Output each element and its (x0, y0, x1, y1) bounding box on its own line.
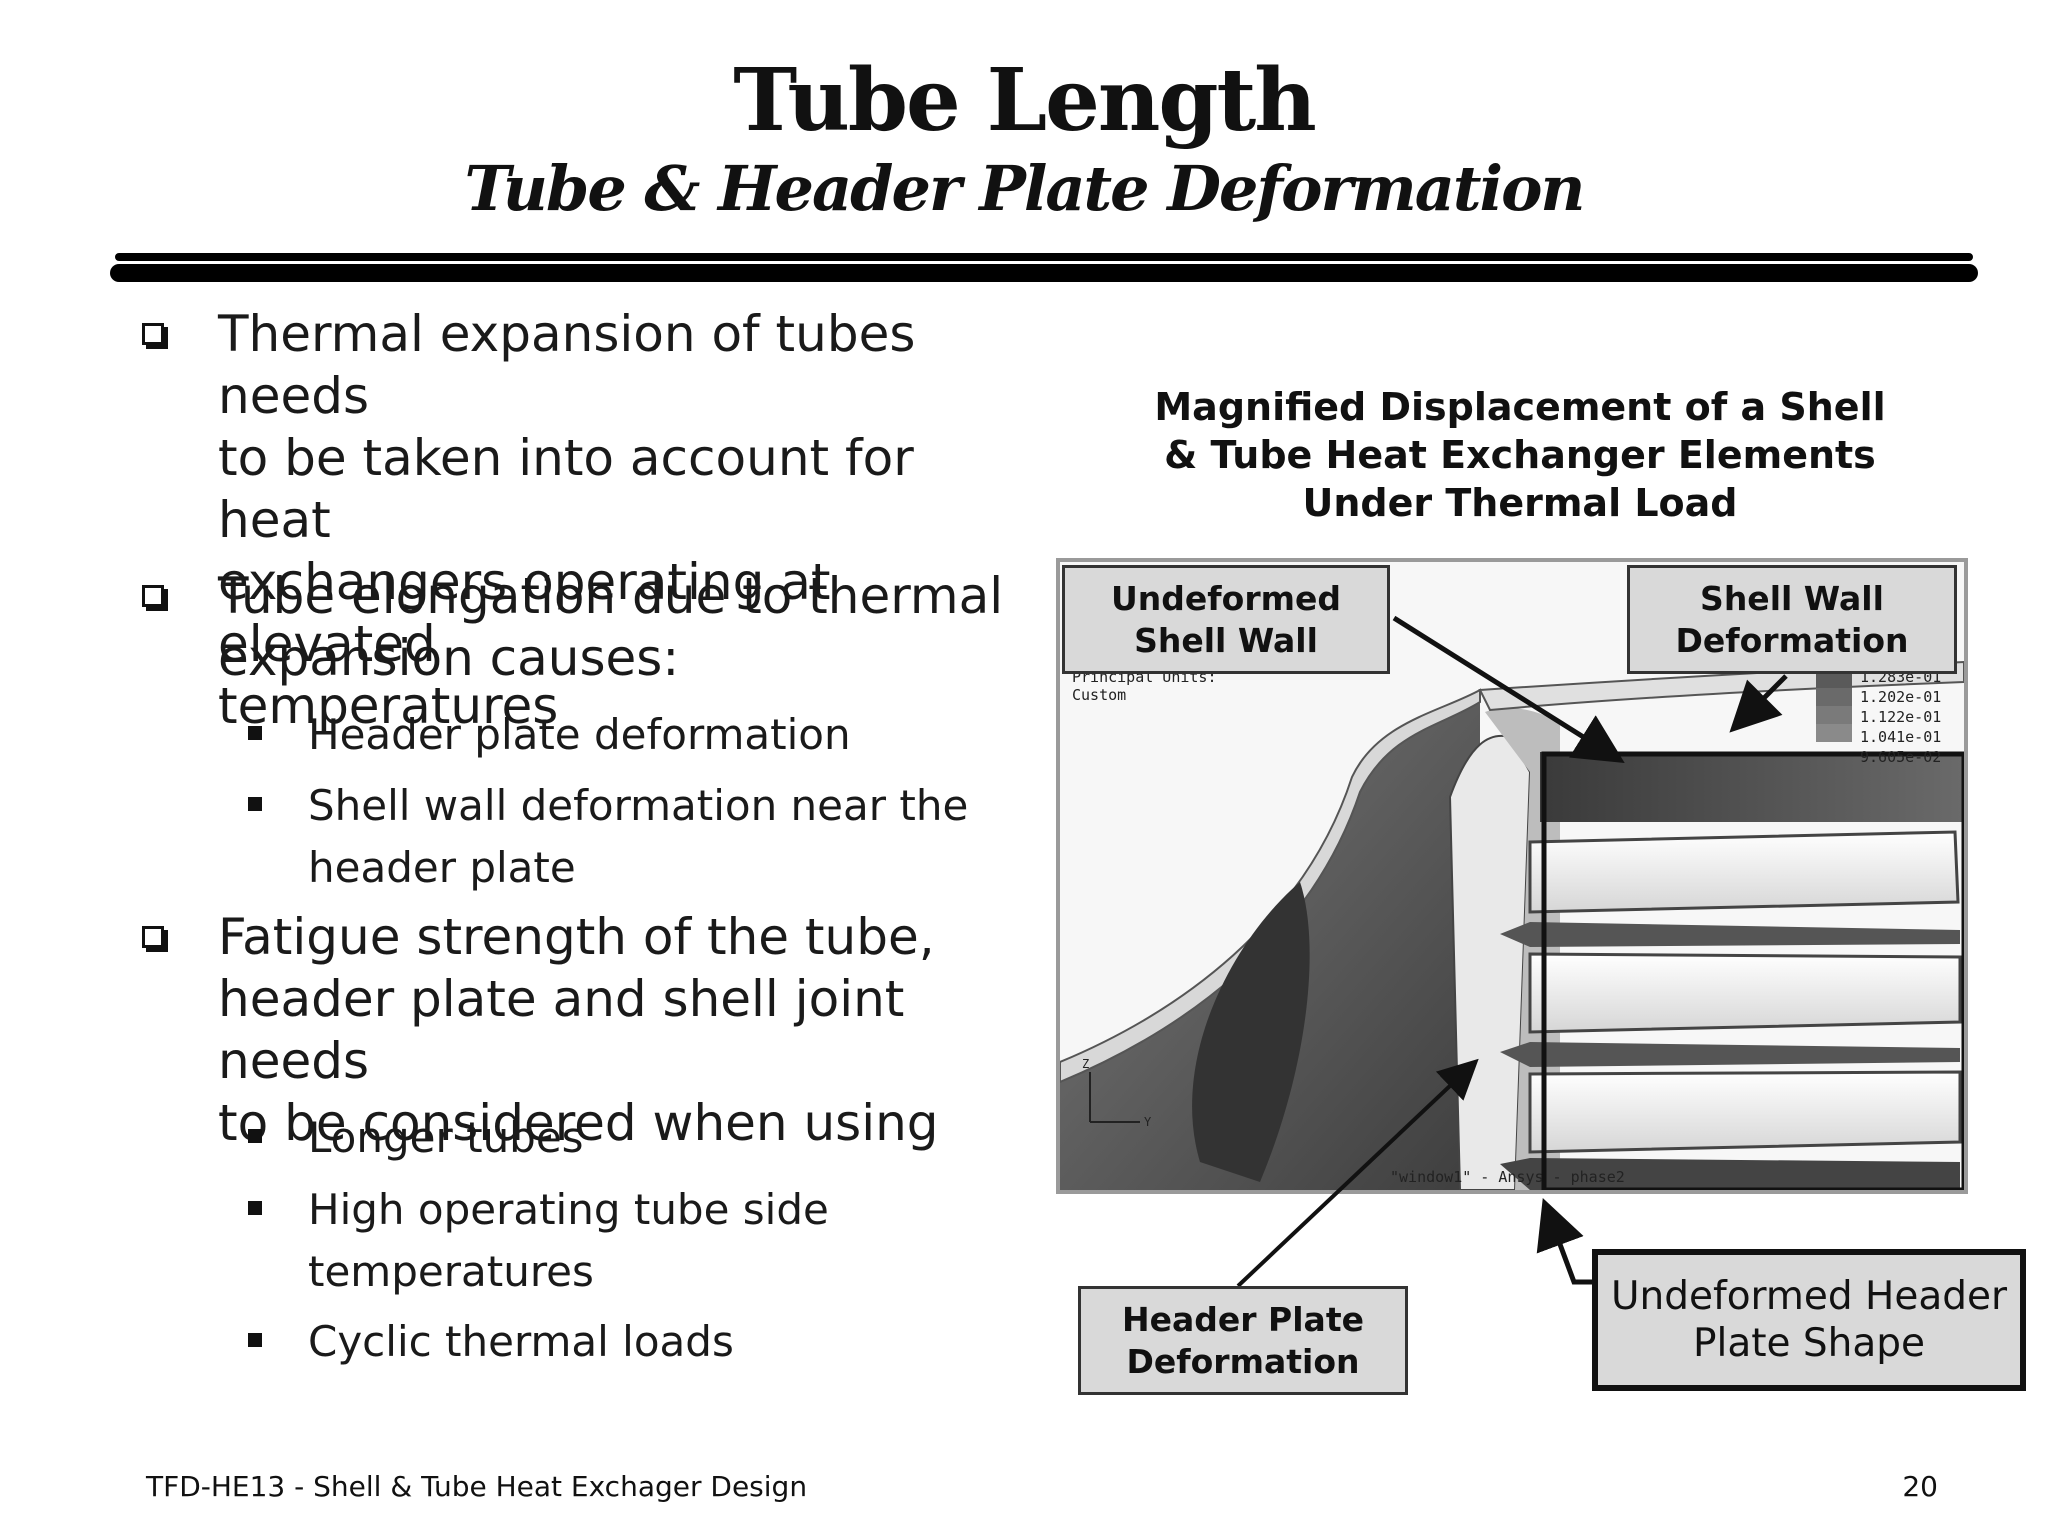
title-rule-thin (115, 253, 1973, 261)
bullet-line: expansion causes: (218, 629, 680, 687)
tube-gap (1500, 1158, 1960, 1190)
figure-caption-line: & Tube Heat Exchanger Elements (1164, 433, 1876, 477)
legend-value: 1.122e-01 (1860, 708, 1941, 726)
bullet-level1: Tube elongation due to thermal expansion… (142, 565, 1038, 689)
bullet-line: Cyclic thermal loads (308, 1317, 734, 1366)
bullet-level2: Shell wall deformation near the header p… (248, 775, 1008, 899)
figure-caption-line: Magnified Displacement of a Shell (1154, 385, 1886, 429)
square-bullet-icon (248, 1201, 262, 1215)
square-bullet-icon (248, 797, 262, 811)
tube-gap (1500, 1042, 1960, 1067)
callout-header-plate-deformation: Header Plate Deformation (1078, 1286, 1408, 1395)
slide-title: Tube Length (733, 50, 1317, 151)
square-bullet-icon (248, 726, 262, 740)
title-rule-thick (110, 264, 1978, 282)
callout-undeformed-header-plate-shape: Undeformed Header Plate Shape (1592, 1249, 2026, 1391)
callout-line: Deformation (1126, 1341, 1360, 1381)
undeformed-header-outline (1541, 751, 1964, 1190)
legend-value: 1.041e-01 (1860, 728, 1941, 746)
tube (1528, 952, 1962, 1034)
bullet-line: header plate and shell joint needs (218, 970, 905, 1090)
callout-line: Shell Wall (1700, 578, 1884, 618)
bullet-line: High operating tube side (308, 1185, 829, 1234)
checkbox-bullet-icon (142, 926, 164, 948)
axis-z-label: Z (1082, 1057, 1089, 1071)
callout-line: Header Plate (1122, 1299, 1364, 1339)
tube (1528, 1070, 1962, 1154)
bullet-line: temperatures (218, 677, 559, 735)
top-tube-region (1540, 752, 1964, 822)
bullet-level2: Header plate deformation (248, 704, 1008, 766)
slide-subtitle: Tube & Header Plate Deformation (464, 152, 1585, 225)
callout-line: Shell Wall (1134, 620, 1318, 660)
callout-line: Undeformed Header (1610, 1274, 2008, 1319)
callout-line: Deformation (1675, 620, 1909, 660)
figure-caption-line: Under Thermal Load (1302, 481, 1738, 525)
axis-y-label: Y (1144, 1115, 1152, 1129)
callout-line: Undeformed (1111, 578, 1341, 618)
square-bullet-icon (248, 1333, 262, 1347)
bullet-line: Longer tubes (308, 1113, 584, 1162)
header-plate-face (1485, 707, 1560, 1190)
checkbox-bullet-icon (142, 585, 164, 607)
bullet-line: Tube elongation due to thermal (218, 567, 1004, 625)
bullet-level2: High operating tube side temperatures (248, 1179, 1008, 1303)
bullet-line: to be taken into account for heat (218, 429, 914, 549)
legend-swatch (1816, 688, 1852, 706)
legend-swatch (1816, 724, 1852, 742)
checkbox-bullet-icon (142, 323, 164, 345)
legend-value: 1.202e-01 (1860, 688, 1941, 706)
callout-shell-wall-deformation: Shell Wall Deformation (1627, 565, 1957, 674)
bullet-line: Header plate deformation (308, 710, 851, 759)
square-bullet-icon (248, 1129, 262, 1143)
window-label: "window1" - Ansys - phase2 (1390, 1168, 1625, 1186)
footer-course: TFD-HE13 - Shell & Tube Heat Exchager De… (146, 1470, 808, 1503)
legend-swatch (1816, 670, 1852, 688)
bullet-line: temperatures (308, 1247, 594, 1296)
bullet-line: header plate (308, 843, 576, 892)
bullet-level2: Cyclic thermal loads (248, 1311, 1008, 1373)
bullet-line: Shell wall deformation near the (308, 781, 969, 830)
bullet-level1: Fatigue strength of the tube, header pla… (142, 906, 1038, 1154)
legend-swatch (1816, 706, 1852, 724)
legend-value: 9.605e-02 (1860, 748, 1941, 766)
bullet-level2: Longer tubes (248, 1107, 1008, 1169)
bullet-line: exchangers operating at elevated (218, 553, 831, 673)
bullet-line: Fatigue strength of the tube, (218, 908, 935, 966)
tube (1528, 830, 1960, 914)
bullet-level1: Thermal expansion of tubes needs to be t… (142, 303, 1038, 737)
bullet-line: to be considered when using (218, 1094, 939, 1152)
bullet-line: Thermal expansion of tubes needs (218, 305, 916, 425)
figure-caption: Magnified Displacement of a Shell & Tube… (1140, 383, 1900, 527)
tube-gap (1500, 922, 1960, 947)
callout-undeformed-shell-wall: Undeformed Shell Wall (1062, 565, 1390, 674)
page-number: 20 (1902, 1470, 1938, 1503)
units-value: Custom (1072, 686, 1126, 704)
arrow-undeformed-header (1536, 1197, 1594, 1285)
callout-line: Plate Shape (1692, 1321, 1926, 1366)
